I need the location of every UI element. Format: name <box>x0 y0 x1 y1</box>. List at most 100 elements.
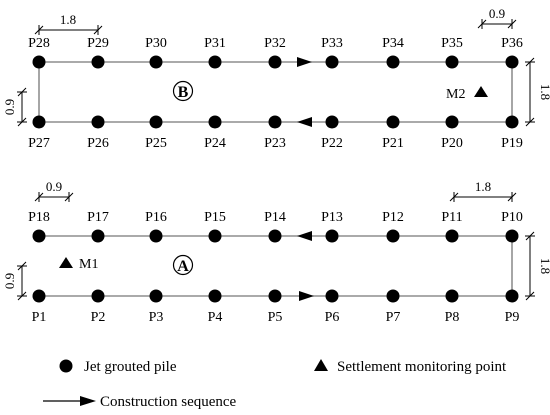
pile-dot <box>208 55 222 69</box>
pile-dot <box>445 55 459 69</box>
pile-p1: P1 <box>32 289 47 325</box>
pile-dot <box>208 115 222 129</box>
pile-label: P9 <box>505 310 520 325</box>
dimension-label: 0.9 <box>46 179 62 194</box>
pile-label: P35 <box>441 36 463 51</box>
pile-dot <box>445 229 459 243</box>
sequence-arrow-b-top <box>297 57 312 67</box>
pile-dot <box>325 289 339 303</box>
pile-dot <box>268 55 282 69</box>
pile-dot <box>445 115 459 129</box>
pile-label: P33 <box>321 36 343 51</box>
pile-label: P7 <box>386 310 401 325</box>
pile-dot <box>91 55 105 69</box>
pile-dot <box>445 289 459 303</box>
pile-p25: P25 <box>145 115 167 151</box>
pile-dot <box>149 115 163 129</box>
pile-label: P24 <box>204 136 226 151</box>
pile-label: P4 <box>208 310 223 325</box>
pile-dot <box>208 289 222 303</box>
dimension-a-top-left: 0.9 <box>34 179 74 202</box>
pile-dot <box>386 229 400 243</box>
pile-label: P22 <box>321 136 343 151</box>
pile-dot <box>325 229 339 243</box>
dimension-label: 1.8 <box>538 258 550 274</box>
pile-dot <box>505 115 519 129</box>
dimension-label: 0.9 <box>2 99 17 115</box>
legend-sequence-label: Construction sequence <box>100 394 237 410</box>
pile-dot <box>505 229 519 243</box>
triangle-icon <box>314 359 328 371</box>
pile-p15: P15 <box>204 210 226 243</box>
pile-label: P10 <box>501 210 523 225</box>
pile-label: P18 <box>28 210 50 225</box>
zone-a-label: A <box>177 258 189 275</box>
legend-monitoring: Settlement monitoring point <box>314 359 507 375</box>
pile-p29: P29 <box>87 36 109 69</box>
pile-p23: P23 <box>264 115 286 151</box>
pile-label: P14 <box>264 210 286 225</box>
pile-p6: P6 <box>325 289 340 325</box>
pile-label: P25 <box>145 136 167 151</box>
legend-sequence: Construction sequence <box>43 394 237 410</box>
pile-p14: P14 <box>264 210 286 243</box>
pile-p5: P5 <box>268 289 282 325</box>
pile-p31: P31 <box>204 36 226 69</box>
pile-label: P15 <box>204 210 226 225</box>
pile-dot <box>91 229 105 243</box>
pile-dot <box>505 55 519 69</box>
monitoring-label-m1: M1 <box>79 257 98 272</box>
pile-p33: P33 <box>321 36 343 69</box>
pile-label: P1 <box>32 310 47 325</box>
pile-p34: P34 <box>382 36 404 69</box>
pile-dot <box>386 55 400 69</box>
pile-p7: P7 <box>386 289 401 325</box>
pile-label: P13 <box>321 210 343 225</box>
group-b-lines <box>38 61 513 123</box>
pile-p8: P8 <box>445 289 459 325</box>
pile-p9: P9 <box>505 289 520 325</box>
monitoring-label-m2: M2 <box>446 87 465 102</box>
monitoring-point-m2: M2 <box>446 86 488 102</box>
pile-p13: P13 <box>321 210 343 243</box>
pile-label: P27 <box>28 136 50 151</box>
pile-label: P32 <box>264 36 286 51</box>
pile-p18: P18 <box>28 210 50 243</box>
monitoring-point-m1: M1 <box>59 257 98 272</box>
dimension-label: 1.8 <box>538 84 550 100</box>
pile-dot <box>32 55 46 69</box>
pile-p3: P3 <box>149 289 163 325</box>
pile-dot <box>325 55 339 69</box>
legend: Jet grouted pile Settlement monitoring p… <box>43 359 507 410</box>
pile-label: P34 <box>382 36 404 51</box>
pile-dot <box>32 115 46 129</box>
pile-dot <box>149 229 163 243</box>
pile-dot <box>149 55 163 69</box>
pile-p32: P32 <box>264 36 286 69</box>
zone-b-label: B <box>178 84 189 101</box>
legend-monitoring-label: Settlement monitoring point <box>337 359 507 375</box>
arrow-head-icon <box>80 396 96 406</box>
dimension-b-right: 1.8 <box>525 57 550 127</box>
pile-p12: P12 <box>382 210 404 243</box>
dimension-label: 0.9 <box>2 273 17 289</box>
pile-label: P30 <box>145 36 167 51</box>
dimension-label: 1.8 <box>475 179 491 194</box>
pile-p26: P26 <box>87 115 109 151</box>
pile-label: P11 <box>441 210 462 225</box>
dimension-a-left: 0.9 <box>2 261 27 301</box>
pile-p24: P24 <box>204 115 226 151</box>
pile-label: P31 <box>204 36 226 51</box>
dimension-b-left: 0.9 <box>2 87 27 127</box>
pile-dot <box>268 229 282 243</box>
pile-dot <box>386 115 400 129</box>
pile-label: P6 <box>325 310 340 325</box>
pile-label: P23 <box>264 136 286 151</box>
pile-label: P16 <box>145 210 167 225</box>
triangle-icon <box>474 86 488 97</box>
group-a-lines <box>39 235 513 297</box>
pile-dot <box>505 289 519 303</box>
pile-label: P12 <box>382 210 404 225</box>
pile-dot <box>91 115 105 129</box>
